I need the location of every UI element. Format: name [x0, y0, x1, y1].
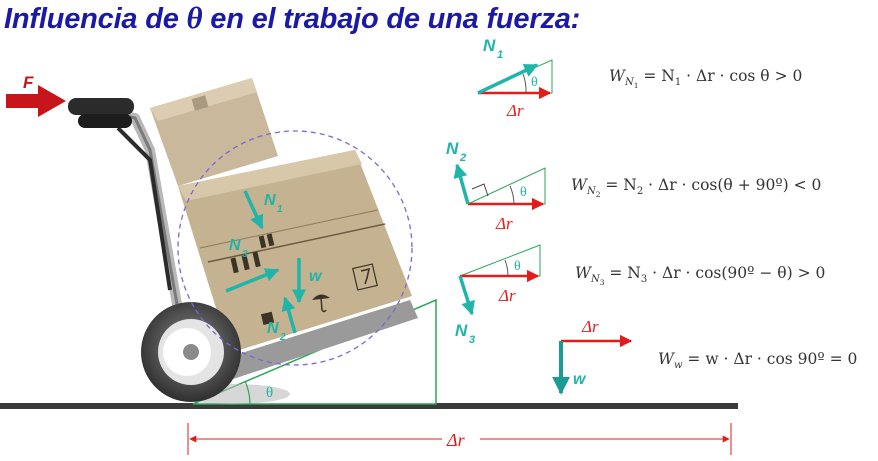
- n3-vector-arrow: [458, 275, 475, 316]
- svg-text:3: 3: [242, 249, 248, 260]
- title-after: en el trabajo de una fuerza:: [202, 3, 581, 35]
- force-label: F: [23, 73, 34, 92]
- n1-vector-label: N: [483, 36, 496, 55]
- n2-vector-arrow: [453, 163, 470, 205]
- box-force-vectors: N 1 N 3 w N 2: [225, 190, 323, 343]
- vector-diagram-weight: w Δr⃗: [552, 317, 633, 395]
- focus-dashed-circle: [177, 130, 413, 366]
- total-displacement-label: Δr⃗: [446, 430, 479, 450]
- n3-box-arrow: [225, 268, 280, 293]
- equation-work-n2: WN2 = N2 · Δr · cos(θ + 90º) < 0: [571, 176, 821, 199]
- svg-text:2: 2: [279, 332, 286, 343]
- n3-box-label: N: [229, 237, 241, 254]
- incline-angle-label: θ: [266, 385, 273, 401]
- vector-diagram-n2: θ N 2 Δr⃗: [446, 139, 546, 233]
- umbrella-icon: [312, 294, 330, 313]
- fragile-glass-icon: [352, 263, 378, 291]
- n2-box-label: N: [267, 320, 279, 337]
- svg-text:1: 1: [497, 49, 503, 61]
- n2-right-angle-mark: [471, 183, 489, 197]
- n1-vector-arrow: [477, 63, 539, 95]
- w-vector-label: w: [573, 371, 587, 388]
- svg-text:2: 2: [459, 152, 466, 164]
- n1-angle-label: θ: [531, 75, 538, 90]
- svg-text:1: 1: [277, 204, 283, 215]
- n3-angle-label: θ: [514, 259, 521, 274]
- n3-vector-label: N: [455, 321, 468, 340]
- n2-angle-label: θ: [520, 185, 527, 200]
- equation-work-weight: Ww = w · Δr · cos 90º = 0: [658, 350, 857, 371]
- vector-diagram-n1: θ N 1 Δr⃗: [477, 36, 553, 120]
- svg-text:3: 3: [469, 334, 475, 346]
- box-label-icon: [261, 311, 275, 325]
- n3-displacement-label: Δr⃗: [498, 286, 529, 305]
- total-displacement: Δr⃗: [187, 423, 732, 455]
- n1-displacement-label: Δr⃗: [506, 101, 537, 120]
- wheel: [141, 302, 241, 402]
- title-theta-symbol: θ: [186, 0, 203, 35]
- equation-work-n3: WN3 = N3 · Δr · cos(90º − θ) > 0: [575, 264, 825, 287]
- toe-plate: [200, 300, 418, 386]
- force-arrow: [6, 85, 66, 117]
- n2-box-arrow: [281, 296, 297, 334]
- weight-box-label: w: [309, 268, 323, 285]
- boxes: [150, 78, 412, 353]
- page-title: Influencia de θ en el trabajo de una fue…: [4, 0, 580, 36]
- handle-grip: [68, 98, 134, 115]
- vector-diagram-n3: θ N 3 Δr⃗: [455, 244, 541, 346]
- n2-displacement-label: Δr⃗: [495, 214, 526, 233]
- n1-box-label: N: [264, 192, 276, 209]
- incline-angle-arc: [244, 380, 251, 405]
- equation-work-n1: WN1 = N1 · Δr · cos θ > 0: [609, 67, 802, 90]
- title-before: Influencia de: [4, 3, 187, 35]
- ground-line: [0, 403, 738, 409]
- n1-box-arrow: [243, 190, 264, 230]
- n3-angle-triangle: [459, 244, 541, 277]
- w-displacement-label: Δr⃗: [581, 317, 612, 336]
- n2-vector-label: N: [446, 139, 459, 158]
